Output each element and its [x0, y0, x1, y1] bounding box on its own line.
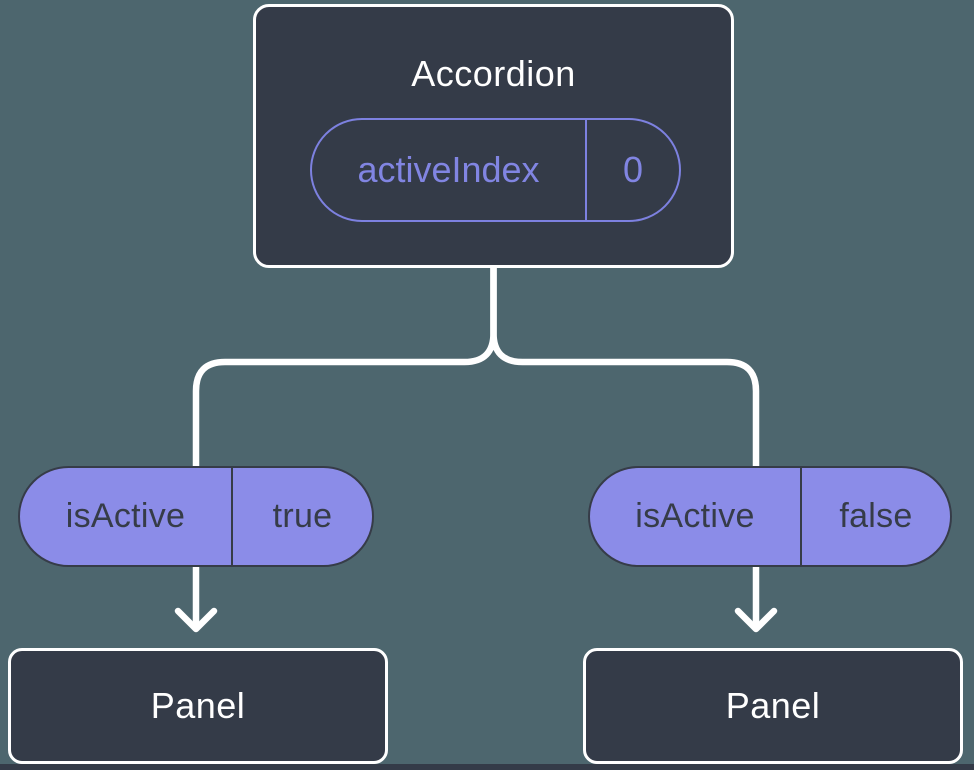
accordion-node: Accordion activeIndex 0 — [253, 4, 734, 268]
edge-left-branch — [192, 262, 497, 631]
active-index-prop-pill: activeIndex 0 — [310, 118, 681, 222]
arrowhead-right-icon — [734, 607, 778, 633]
panel-node-title: Panel — [150, 685, 246, 726]
panel-node-title: Panel — [725, 685, 821, 726]
partial-node-bottom-edge — [0, 764, 974, 770]
is-active-true-pill: isActive true — [18, 466, 374, 567]
state-name-label: isActive — [65, 497, 186, 535]
is-active-false-pill: isActive false — [588, 466, 952, 567]
state-value-label: false — [800, 468, 950, 565]
panel-node-right: Panel — [583, 648, 963, 764]
panel-node-left: Panel — [8, 648, 388, 764]
state-value-label: true — [231, 468, 372, 565]
accordion-node-title: Accordion — [411, 53, 576, 94]
prop-value-label: 0 — [585, 120, 679, 220]
state-name-label: isActive — [635, 497, 755, 535]
prop-name-label: activeIndex — [357, 149, 540, 190]
edge-right-branch — [490, 262, 760, 631]
arrowhead-left-icon — [174, 607, 218, 633]
